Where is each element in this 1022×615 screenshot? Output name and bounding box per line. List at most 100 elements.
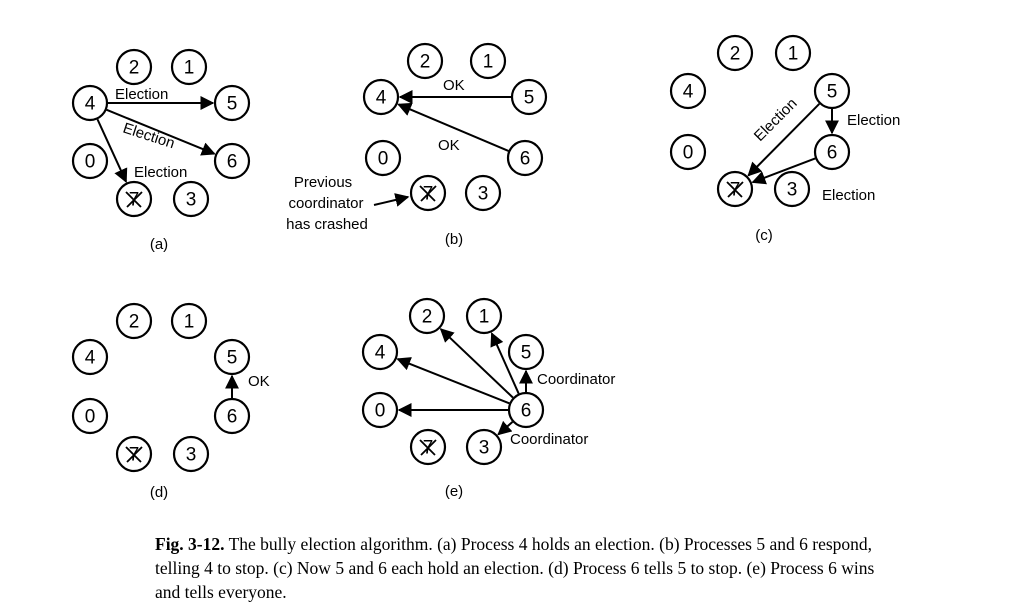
process-node-2: 2 [115,48,153,86]
annotation-arrow [373,193,410,207]
process-node-0: 0 [669,133,707,171]
caption-text: The bully election algorithm. (a) Proces… [155,534,875,602]
node-label: 5 [227,94,238,115]
node-circle [361,333,399,371]
node-circle [774,34,812,72]
process-node-3: 3 [773,170,811,208]
process-node-4: 4 [669,72,707,110]
node-label: 1 [483,52,494,73]
crashed-cross-icon [419,185,437,202]
process-node-7: 7 [409,428,447,466]
process-node-5: 5 [213,84,251,122]
node-circle [669,72,707,110]
message-label: Election [751,95,801,145]
node-label: 3 [787,180,798,201]
process-node-4: 4 [71,84,109,122]
node-circle [773,170,811,208]
node-circle [669,133,707,171]
node-circle [510,78,548,116]
process-node-0: 0 [71,142,109,180]
process-node-6: 6 [506,139,544,177]
process-node-0: 0 [361,391,399,429]
process-node-6: 6 [813,133,851,171]
process-node-2: 2 [115,302,153,340]
node-label: 5 [521,343,532,364]
panel-sublabel: (e) [445,483,463,500]
node-circle [71,142,109,180]
node-circle [170,302,208,340]
node-label: 1 [479,307,490,328]
crashed-cross-icon [419,439,437,456]
arrow-6-to-7 [751,157,816,185]
node-label: 4 [85,348,96,369]
message-label: Coordinator [510,431,588,448]
node-circle [115,48,153,86]
process-node-6: 6 [213,397,251,435]
process-node-4: 4 [71,338,109,376]
arrow-6-to-1 [490,332,520,394]
process-node-6: 6 [213,142,251,180]
arrow-6-to-4 [396,357,510,405]
process-node-7: 7 [409,174,447,212]
node-circle [170,48,208,86]
node-label: 0 [378,149,389,170]
crashed-cross-icon [726,181,744,198]
process-node-7: 7 [716,170,754,208]
panel-sublabel: (c) [755,227,773,244]
node-circle [469,42,507,80]
node-label: 4 [376,88,387,109]
process-node-1: 1 [465,297,503,335]
process-node-1: 1 [170,302,208,340]
node-label: 6 [227,407,238,428]
arrow-6-to-3 [497,420,514,436]
node-label: 2 [422,307,433,328]
process-node-1: 1 [170,48,208,86]
process-node-4: 4 [361,333,399,371]
message-label: Election [134,164,187,181]
node-circle [213,397,251,435]
node-label: 2 [129,58,140,79]
process-node-1: 1 [469,42,507,80]
message-label: Election [822,187,875,204]
annotation-line: has crashed [286,216,368,233]
process-node-5: 5 [507,333,545,371]
panel-sublabel: (d) [150,484,168,501]
node-label: 0 [375,401,386,422]
node-label: 1 [788,44,799,65]
node-circle [213,84,251,122]
node-circle [506,139,544,177]
node-circle [813,133,851,171]
node-label: 2 [730,44,741,65]
crashed-cross-icon [125,446,143,463]
node-circle [71,397,109,435]
node-circle [813,72,851,110]
node-circle [361,391,399,429]
process-node-3: 3 [464,174,502,212]
node-label: 4 [375,343,386,364]
node-circle [465,428,503,466]
process-node-2: 2 [408,297,446,335]
node-circle [71,84,109,122]
panel-sublabel: (b) [445,231,463,248]
node-label: 6 [227,152,238,173]
arrow-6-to-2 [439,328,514,399]
process-node-4: 4 [362,78,400,116]
node-circle [507,391,545,429]
arrow-4-to-6 [106,108,216,156]
node-label: 5 [827,82,838,103]
node-label: 5 [524,88,535,109]
node-circle [362,78,400,116]
arrow-5-to-7 [747,103,821,177]
node-label: 3 [186,190,197,211]
message-label: OK [248,373,270,390]
node-circle [71,338,109,376]
process-node-0: 0 [71,397,109,435]
caption-label: Fig. 3-12. [155,534,225,554]
message-label: Election [847,112,900,129]
node-label: 3 [186,445,197,466]
process-node-2: 2 [406,42,444,80]
